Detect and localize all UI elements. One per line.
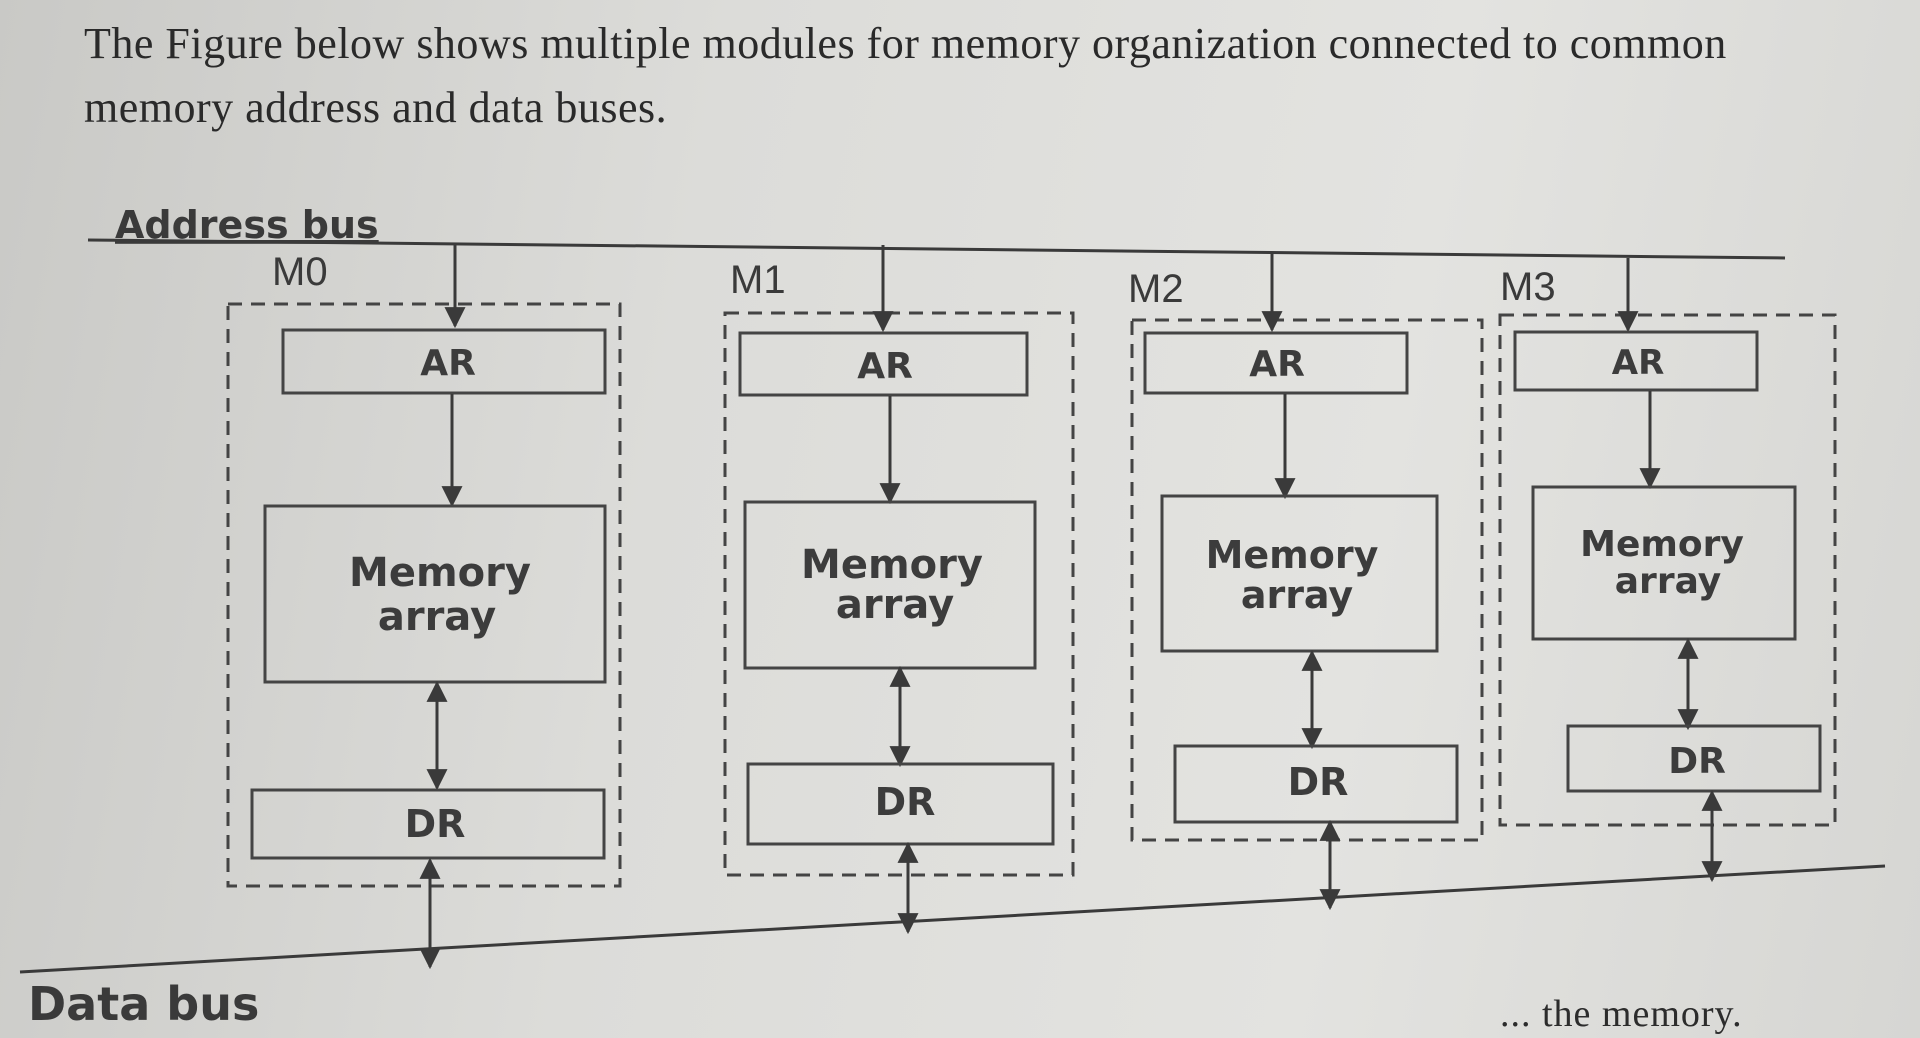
module-m0-memory-line1: Memory	[349, 550, 531, 596]
module-m2-ar-label: AR	[1249, 344, 1305, 385]
module-m3-memory-box	[1531, 485, 1797, 641]
module-m2-memory-line1: Memory	[1206, 533, 1379, 577]
module-m2-ar-box	[1143, 331, 1409, 395]
module-m0-label: M0	[272, 250, 328, 294]
module-m3-dr-label: DR	[1668, 741, 1726, 782]
module-m0-memory-line2: array	[378, 594, 496, 640]
module-m3-ar-box	[1513, 330, 1759, 392]
module-m2-dr-label: DR	[1288, 760, 1349, 804]
module-m0-ar-label: AR	[420, 343, 476, 384]
module-m2-dr-box	[1173, 744, 1459, 824]
module-m3-frame	[1498, 313, 1837, 827]
module-m2-memory-box	[1160, 494, 1439, 653]
module-m3-dr-box	[1566, 724, 1822, 793]
module-m0-frame	[226, 302, 622, 888]
module-m2: M2 AR Memory array DR	[1128, 254, 1484, 911]
module-m3-label: M3	[1500, 265, 1556, 309]
footer-text-fragment: ... the memory.	[1500, 993, 1743, 1035]
module-m3: M3 AR Memory array DR	[1498, 258, 1837, 883]
address-bus-line	[87, 238, 1786, 260]
module-m1-memory-line2: array	[836, 582, 954, 628]
module-m0-ar-box	[281, 328, 607, 395]
module-m2-label: M2	[1128, 267, 1184, 311]
module-m2-frame	[1130, 318, 1484, 842]
module-m3-ar-label: AR	[1612, 343, 1665, 383]
module-m0: M0 AR Memory array DR	[226, 243, 622, 970]
module-m1-ar-label: AR	[857, 346, 913, 387]
module-m1-dr-label: DR	[875, 780, 936, 824]
module-m1-memory-line1: Memory	[801, 542, 983, 588]
module-m2-memory-line2: array	[1241, 573, 1354, 617]
address-bus-label: Address bus	[115, 203, 379, 247]
data-bus-line	[19, 864, 1886, 974]
module-m3-memory-line1: Memory	[1580, 524, 1744, 565]
module-m1-ar-box	[738, 331, 1029, 397]
module-m0-dr-label: DR	[405, 802, 466, 846]
module-m1-label: M1	[730, 258, 786, 302]
module-m3-memory-line2: array	[1615, 561, 1721, 602]
module-m1: M1 AR Memory array DR	[723, 245, 1075, 935]
data-bus-label: Data bus	[28, 977, 259, 1031]
intro-paragraph: The Figure below shows multiple modules …	[84, 19, 1727, 132]
